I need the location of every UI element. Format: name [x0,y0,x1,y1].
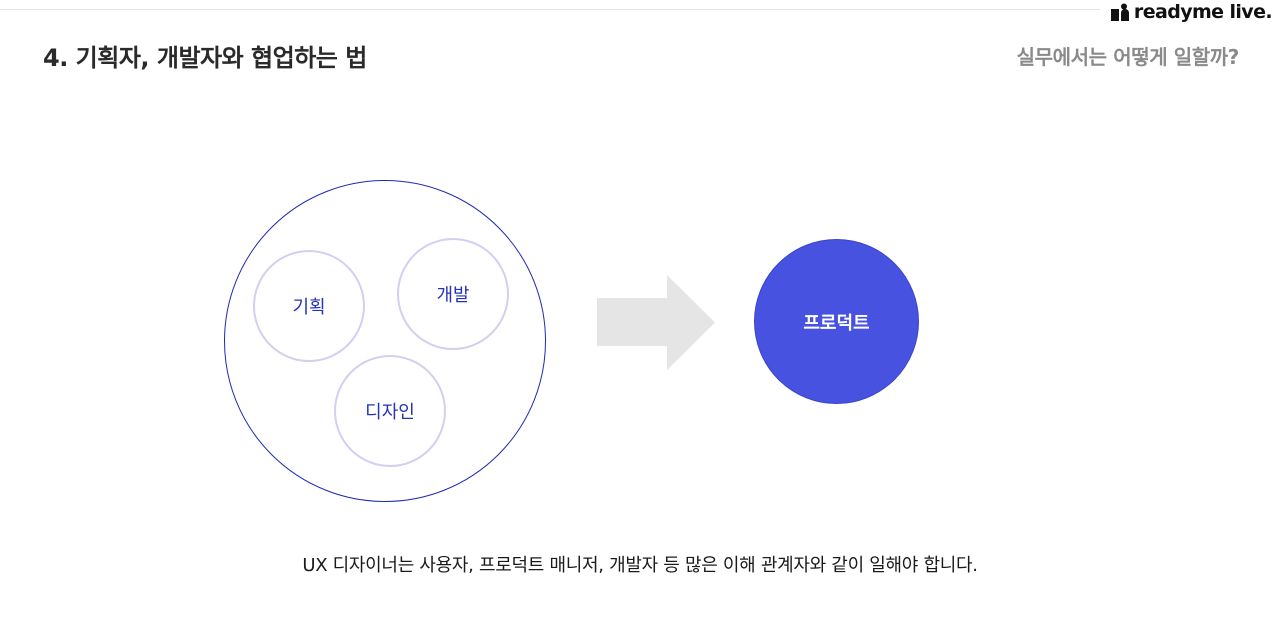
role-circle-development: 개발 [397,238,509,350]
role-label-development: 개발 [436,285,470,306]
role-circle-planning: 기획 [253,250,365,362]
role-label-planning: 기획 [292,297,326,318]
right-arrow-icon [597,275,715,370]
caption-text: UX 디자이너는 사용자, 프로덕트 매니저, 개발자 등 많은 이해 관계자와… [302,555,978,576]
product-label: 프로덕트 [803,312,870,334]
brand-logo: readyme live. [1104,0,1273,24]
readyme-logo-icon [1110,3,1129,21]
team-circle [224,180,546,502]
brand-name: readyme live. [1133,1,1273,23]
product-circle: 프로덕트 [754,239,919,404]
top-divider [0,9,1100,10]
role-circle-design: 디자인 [334,355,446,467]
page-title: 4. 기획자, 개발자와 협업하는 법 [43,44,367,72]
role-label-design: 디자인 [365,402,415,423]
section-subtitle: 실무에서는 어떻게 일할까? [1016,45,1240,69]
